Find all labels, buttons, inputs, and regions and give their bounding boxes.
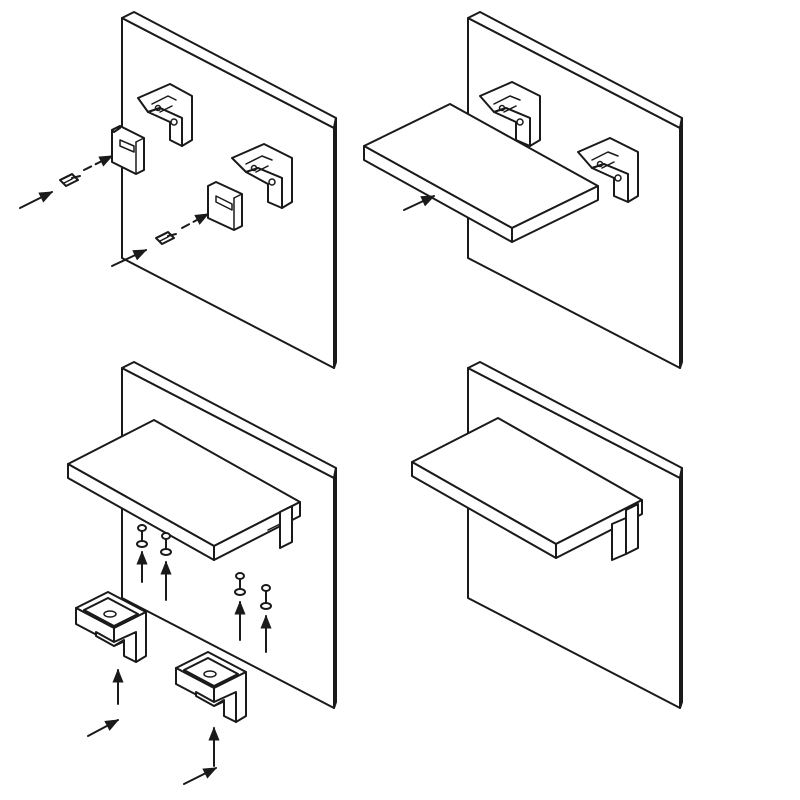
arrow-screw-a-to-plate <box>83 155 114 171</box>
screw-3 <box>234 572 246 596</box>
wall-bracket-upper <box>479 81 541 147</box>
arrow-screw-b-to-plate <box>181 213 210 229</box>
screw-a <box>59 173 81 187</box>
cover-cap-b <box>175 651 247 723</box>
shelf-board <box>363 103 599 243</box>
wall-bracket-middle-right <box>231 143 293 209</box>
step-4-panel <box>411 361 683 709</box>
shelf-board <box>67 419 301 561</box>
screw-b <box>155 231 177 245</box>
wall-bracket-upper-left <box>137 83 193 147</box>
mounting-plate-a <box>111 125 145 175</box>
step-1-panel <box>19 11 337 369</box>
step-2-panel <box>363 11 683 369</box>
arrow-cap-a-side <box>87 719 120 737</box>
arrow-screw-a-in <box>19 191 54 209</box>
screw-4 <box>260 584 272 610</box>
cover-cap-a <box>75 591 147 663</box>
arrow-screw-b-in <box>111 249 148 267</box>
step-3-panel <box>67 361 337 785</box>
wall-bracket-lower <box>577 137 639 203</box>
arrow-cap-b-side <box>183 767 218 785</box>
screw-1 <box>136 524 148 548</box>
arrow-shelf-slide <box>403 195 436 211</box>
shelf-board-mounted <box>411 417 643 561</box>
screw-2 <box>160 532 172 556</box>
